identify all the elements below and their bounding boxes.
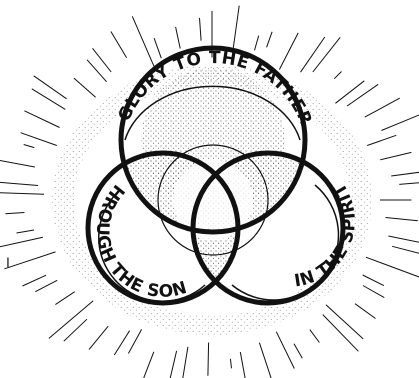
sun-ray (363, 286, 384, 298)
sun-ray (32, 89, 66, 110)
sun-ray (255, 36, 259, 51)
sun-ray (74, 78, 96, 97)
sun-ray (279, 33, 298, 70)
sun-ray (326, 305, 363, 339)
sun-ray (391, 172, 419, 176)
sun-ray (34, 76, 67, 99)
sun-ray (381, 115, 419, 131)
sun-ray (388, 236, 419, 243)
sun-ray (176, 27, 181, 49)
sun-ray (310, 330, 320, 343)
sun-ray (240, 352, 248, 378)
sun-ray (380, 152, 411, 159)
sun-ray (200, 18, 202, 41)
sun-ray (24, 145, 35, 148)
sun-ray (55, 292, 74, 305)
sun-ray (0, 193, 44, 195)
sun-ray (17, 230, 35, 233)
sun-ray (323, 315, 359, 352)
sun-ray (35, 280, 57, 291)
sun-ray (301, 37, 325, 72)
sun-ray (21, 133, 57, 146)
sun-ray (111, 32, 127, 58)
sun-ray (169, 351, 177, 378)
sun-ray (0, 182, 38, 186)
sun-ray (334, 72, 341, 79)
sun-ray (128, 329, 141, 353)
sun-ray (355, 304, 376, 319)
sun-ray (4, 252, 55, 269)
sun-ray (22, 275, 46, 286)
stray-mark: I (6, 254, 10, 270)
sun-ray (294, 344, 302, 359)
sun-ray (114, 331, 129, 355)
sun-ray (132, 16, 154, 66)
sun-ray (347, 84, 378, 106)
sun-ray (208, 343, 209, 376)
sun-ray (182, 347, 188, 378)
sun-ray (392, 246, 419, 255)
sun-ray (363, 275, 384, 286)
sun-ray (154, 38, 161, 58)
sun-ray (230, 359, 231, 369)
sun-ray (24, 111, 59, 128)
sun-ray (89, 326, 108, 349)
sun-ray (366, 257, 419, 278)
sun-ray (386, 218, 418, 221)
sun-ray (141, 352, 154, 378)
sun-ray (267, 32, 273, 48)
sun-ray (367, 135, 396, 145)
sun-ray (365, 98, 400, 117)
sun-ray (5, 213, 24, 214)
sun-ray (0, 237, 43, 249)
sun-ray (276, 332, 294, 369)
sun-ray (259, 343, 272, 378)
sun-ray (335, 81, 364, 104)
sun-ray (0, 158, 35, 167)
sun-ray (313, 37, 340, 72)
sun-ray (233, 6, 240, 53)
sun-ray (399, 182, 419, 185)
